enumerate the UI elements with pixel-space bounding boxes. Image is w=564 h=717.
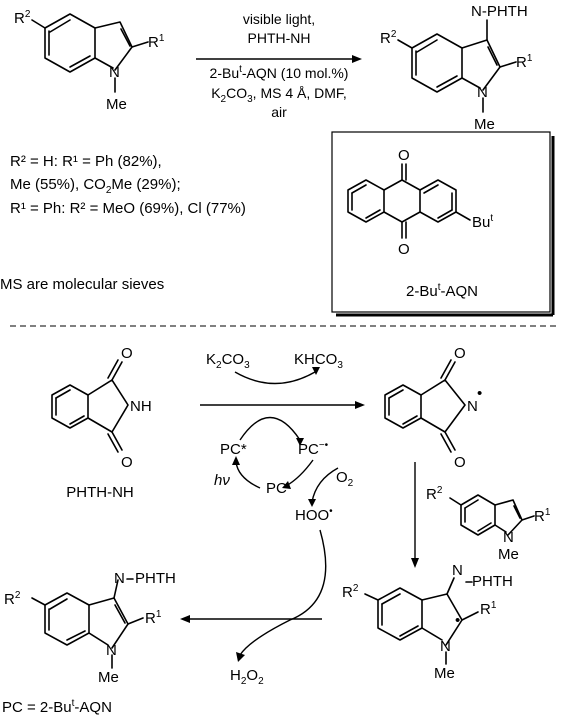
radical-adduct: N PHTH R2 R1 • N Me: [342, 562, 513, 682]
r1-label: R1: [148, 33, 165, 51]
starting-indole: R2 R1 N Me: [14, 9, 165, 113]
pc-radical-anion: PC−•: [298, 440, 329, 458]
pc-cycle: PC* PC−• PC hν O2 HOO•: [214, 440, 354, 524]
adduct-r2: R2: [342, 583, 359, 601]
catalyst-name: 2-But-AQN: [406, 282, 478, 300]
reagent-r1: R1: [534, 507, 551, 525]
indole-reagent: R2 R1 N Me: [426, 485, 551, 563]
product-n-label: N: [477, 84, 488, 101]
reagent-me: Me: [498, 546, 519, 563]
radical-o-top: O: [454, 345, 466, 362]
final-n: N: [114, 570, 125, 587]
phth-nh-label: PHTH-NH: [66, 484, 134, 501]
adduct-r1: R1: [480, 600, 497, 618]
adduct-n: N: [452, 562, 463, 579]
adduct-phth: PHTH: [472, 573, 513, 590]
phthalimide-o-bottom: O: [121, 454, 133, 471]
tert-butyl-label: But: [472, 213, 493, 231]
condition-reagent: PHTH-NH: [248, 30, 311, 46]
radical-n: N: [467, 398, 478, 415]
carbonyl-o-bottom: O: [398, 241, 410, 258]
hv-label: hν: [214, 472, 230, 489]
n-methyl-label: Me: [106, 96, 127, 113]
phthalimide: O O NH PHTH-NH: [51, 345, 152, 501]
product-r2-label: R2: [380, 29, 397, 47]
product-indole: N-PHTH R2 R1 N Me: [380, 3, 533, 133]
condition-catalyst: 2-But-AQN (10 mol.%): [210, 64, 349, 81]
adduct-me: Me: [434, 665, 455, 682]
hat-arrow: K2CO3 KHCO3: [200, 351, 365, 446]
o2-label: O2: [336, 469, 354, 489]
top-reaction-arrow: [196, 55, 362, 63]
yield-line-2: Me (55%), CO2Me (29%);: [10, 176, 181, 196]
hoo-label: HOO•: [295, 506, 333, 524]
radical-o-bottom: O: [454, 454, 466, 471]
condition-air: air: [271, 104, 287, 120]
khco3-label: KHCO3: [294, 351, 343, 371]
n-atom-label: N: [109, 64, 120, 81]
oxidation-arrow: H2O2: [180, 529, 327, 687]
yield-line-3: R¹ = Ph: R² = MeO (69%), Cl (77%): [10, 200, 246, 217]
final-r2: R2: [4, 590, 21, 608]
condition-base: K2CO3, MS 4 Å, DMF,: [211, 85, 347, 105]
addition-arrow: [411, 462, 419, 568]
pc-ground: PC: [266, 480, 287, 497]
reagent-n: N: [503, 529, 514, 546]
pc-definition: PC = 2-But-AQN: [2, 698, 112, 716]
final-me: Me: [98, 669, 119, 686]
phthalimidyl-radical: O O N •: [384, 345, 482, 471]
radical-dot: •: [477, 385, 482, 402]
yields-block: R² = H: R¹ = Ph (82%), Me (55%), CO2Me (…: [0, 153, 246, 293]
reaction-conditions: visible light, PHTH-NH 2-But-AQN (10 mol…: [210, 11, 349, 120]
phthalimide-o-top: O: [121, 345, 133, 362]
r2-label: R2: [14, 9, 31, 27]
final-r1: R1: [145, 609, 162, 627]
condition-light: visible light,: [243, 11, 315, 27]
catalyst-box: O O But 2-But-AQN: [331, 131, 555, 317]
h2o2-label: H2O2: [230, 667, 264, 687]
ms-note: MS are molecular sieves: [0, 276, 164, 293]
product-r1-label: R1: [516, 53, 533, 71]
adduct-radical-dot: •: [455, 612, 460, 629]
adduct-n-ring: N: [440, 638, 451, 655]
reagent-r2: R2: [426, 485, 443, 503]
final-product: N PHTH R2 R1 N Me: [4, 570, 176, 686]
final-n-ring: N: [106, 642, 117, 659]
k2co3-label: K2CO3: [206, 351, 250, 371]
final-phth: PHTH: [135, 570, 176, 587]
n-phth-label: N-PHTH: [471, 3, 528, 20]
product-n-methyl: Me: [474, 116, 495, 133]
yield-line-1: R² = H: R¹ = Ph (82%),: [10, 153, 162, 170]
pc-excited: PC*: [220, 441, 247, 458]
carbonyl-o-top: O: [398, 147, 410, 164]
phthalimide-nh: NH: [130, 398, 152, 415]
